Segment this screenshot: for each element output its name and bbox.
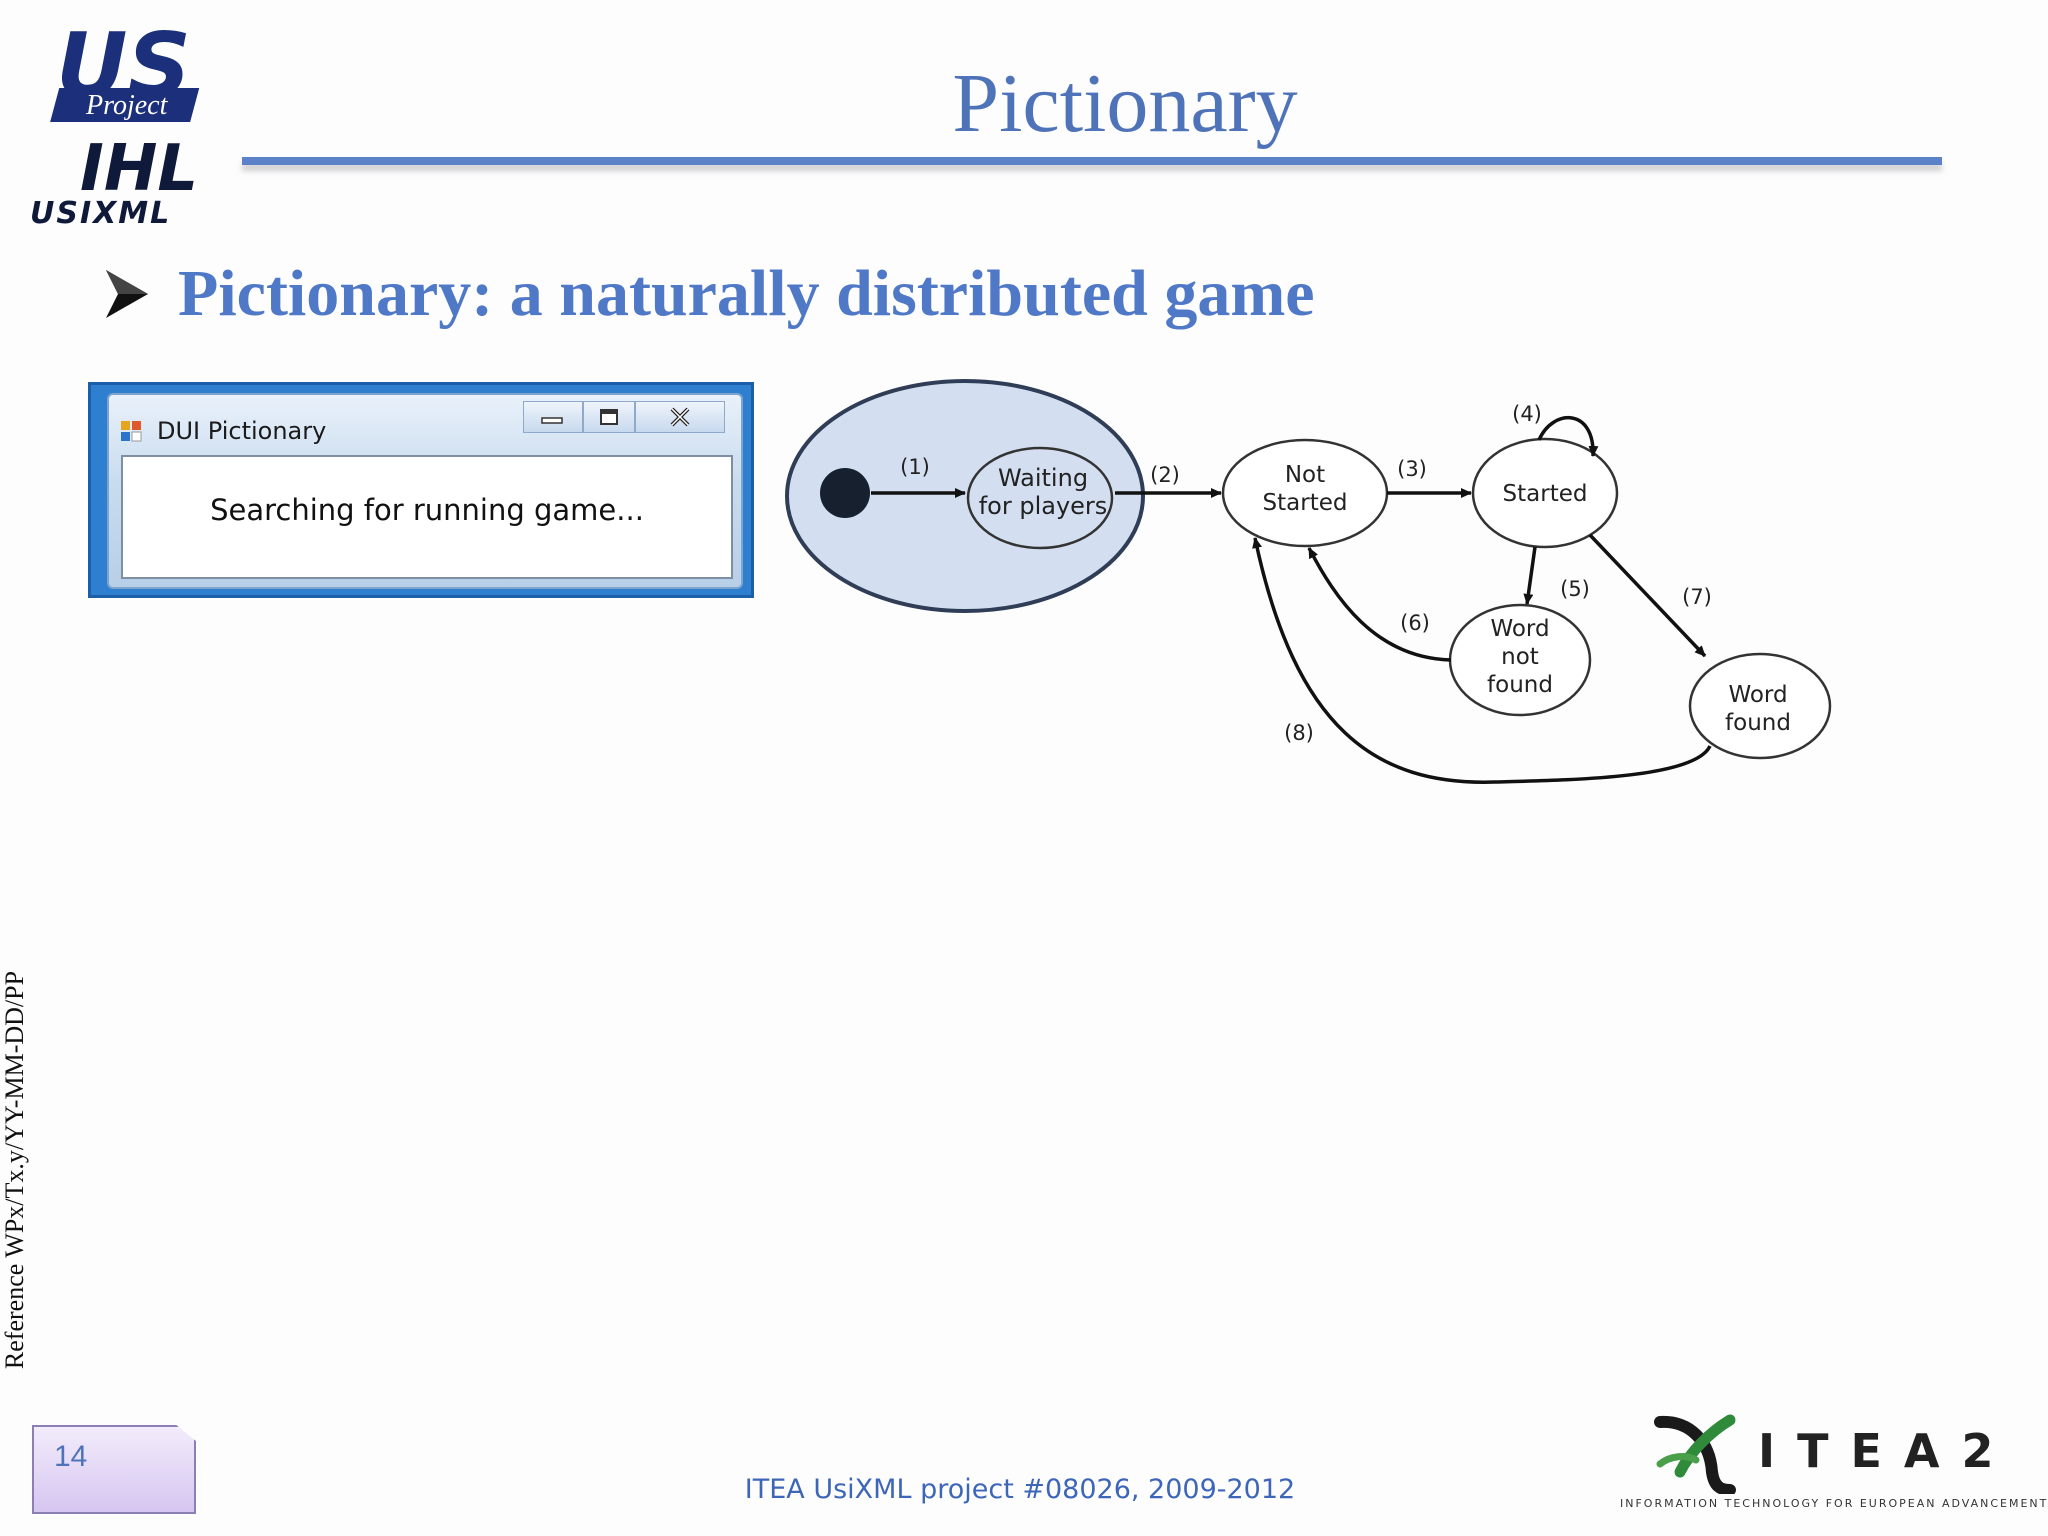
transition-8-label: (8) xyxy=(1284,721,1314,745)
state-word-not-found-line-3: found xyxy=(1487,672,1553,698)
window-title: DUI Pictionary xyxy=(157,417,327,445)
state-waiting-for-players xyxy=(966,446,1114,550)
page-number-box xyxy=(32,1425,196,1514)
usixml-logo: US IHL Project USIXML xyxy=(30,18,200,228)
transition-6-arrow xyxy=(1307,547,1452,662)
bullet-heading: Pictionary: a naturally distributed game xyxy=(178,257,1315,330)
logo-wordmark: USIXML xyxy=(30,196,171,228)
logo-band xyxy=(50,88,200,122)
footer-text: ITEA UsiXML project #08026, 2009-2012 xyxy=(744,1474,1296,1505)
maximize-button[interactable] xyxy=(583,401,635,433)
state-not-started-line-1: Not xyxy=(1285,462,1325,488)
state-word-found-line-2: found xyxy=(1725,710,1791,736)
state-word-not-found-line-1: Word xyxy=(1490,616,1549,642)
page-number: 14 xyxy=(54,1440,88,1473)
window-chrome: DUI Pictionary Searching for running gam… xyxy=(107,393,743,589)
side-reference: Reference WPx/Tx.y/YY-MM-DD/PP xyxy=(0,970,29,1370)
state-not-started-line-2: Started xyxy=(1263,490,1348,516)
logo-overlay-text: Project xyxy=(85,90,169,121)
itea-tagline: INFORMATION TECHNOLOGY FOR EUROPEAN ADVA… xyxy=(1620,1497,2048,1510)
state-started xyxy=(1471,437,1619,549)
status-message: Searching for running game... xyxy=(210,493,644,527)
state-waiting-line-1: Waiting xyxy=(998,464,1088,492)
title-rule xyxy=(242,157,1942,165)
transition-7-arrow xyxy=(1588,533,1707,658)
logo-letters-bottom: IHL xyxy=(80,132,198,206)
transition-7-label: (7) xyxy=(1682,585,1712,609)
transition-1-label: (1) xyxy=(900,455,930,479)
window-content: Searching for running game... xyxy=(121,455,733,579)
itea-wordmark: ITEA2 xyxy=(1758,1424,2016,1478)
transition-4-arrow xyxy=(1537,416,1599,457)
state-word-found xyxy=(1688,652,1832,760)
dui-pictionary-window: DUI Pictionary Searching for running gam… xyxy=(88,382,754,598)
itea-logo-mark xyxy=(1654,1414,1736,1494)
bullet-arrow-icon xyxy=(106,270,148,318)
transition-5-label: (5) xyxy=(1560,577,1590,601)
transition-5-arrow xyxy=(1523,546,1537,605)
state-started-label: Started xyxy=(1503,481,1588,507)
state-waiting-line-2: for players xyxy=(979,492,1108,520)
minimize-icon xyxy=(541,417,563,424)
state-word-not-found-line-2: not xyxy=(1501,644,1539,670)
transition-4-label: (4) xyxy=(1512,402,1542,426)
maximize-icon xyxy=(600,409,618,425)
state-word-found-line-1: Word xyxy=(1728,682,1787,708)
app-icon xyxy=(121,421,142,442)
initial-state-node xyxy=(820,468,870,518)
page-title: Pictionary xyxy=(952,57,1298,150)
transition-3-label: (3) xyxy=(1397,457,1427,481)
close-button[interactable] xyxy=(635,401,725,433)
transition-2-label: (2) xyxy=(1150,463,1180,487)
minimize-button[interactable] xyxy=(523,401,583,433)
close-icon xyxy=(670,407,690,427)
state-diagram: Waiting for players Not Started Started … xyxy=(785,379,1832,784)
transition-6-label: (6) xyxy=(1400,611,1430,635)
transition-8-arrow xyxy=(1252,537,1712,784)
